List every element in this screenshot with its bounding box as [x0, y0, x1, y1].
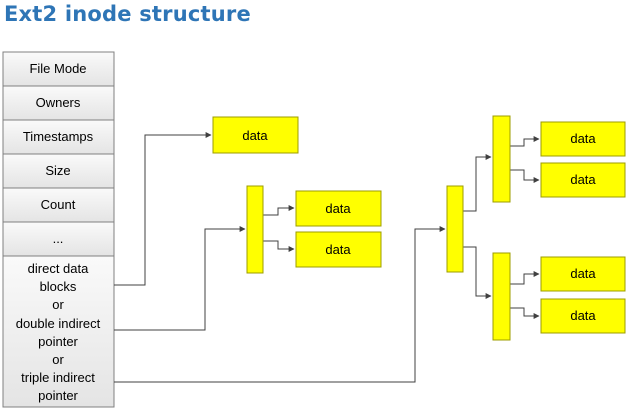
data-block-label: data [570, 308, 596, 323]
indirect-to-indirect-line [463, 246, 492, 299]
inode-field-label: ... [53, 231, 64, 246]
data-block-label: data [570, 172, 596, 187]
inode-field-pointers [2, 255, 115, 408]
pointer-field-line: or [52, 297, 64, 312]
inode-table: File Mode Owners Timestamps Size Count .… [2, 51, 115, 408]
inode-field-label: Owners [36, 95, 81, 110]
indirect-to-data-line [263, 240, 295, 252]
triple-indirect-block-level2-bottom [492, 252, 511, 341]
indirect-to-data-line [510, 136, 540, 147]
inode-field-label: Size [45, 163, 70, 178]
indirect-to-data-line [510, 169, 540, 183]
pointer-field-line: blocks [40, 279, 77, 294]
double-indirect-block [246, 185, 264, 274]
data-block-label: data [570, 266, 596, 281]
direct-pointer-line [114, 132, 212, 286]
indirect-blocks [246, 115, 511, 341]
triple-indirect-block-level2-top [492, 115, 511, 203]
data-block [212, 116, 299, 154]
data-block-label: data [325, 201, 351, 216]
data-block-label: data [570, 131, 596, 146]
inode-field-label: File Mode [29, 61, 86, 76]
inode-field-label: Timestamps [23, 129, 94, 144]
pointer-field-line: triple indirect [21, 370, 95, 385]
pointer-field-line: double indirect [16, 316, 101, 331]
indirect-to-data-line [263, 205, 295, 216]
data-block [540, 298, 626, 334]
data-block [540, 162, 626, 198]
inode-field-file-mode [2, 51, 115, 87]
data-block [540, 121, 626, 157]
data-block [295, 231, 382, 268]
data-block-label: data [325, 242, 351, 257]
indirect-to-data-line [510, 271, 540, 285]
connectors [114, 132, 540, 383]
data-blocks: data data data data data data data [212, 116, 626, 334]
data-block [295, 190, 382, 227]
inode-field-label: Count [41, 197, 76, 212]
inode-field-owners [2, 85, 115, 121]
triple-indirect-pointer-line [114, 226, 446, 383]
pointer-field-line: or [52, 352, 64, 367]
indirect-to-data-line [510, 307, 540, 319]
pointer-field-line: pointer [38, 334, 78, 349]
pointer-field-line: pointer [38, 388, 78, 403]
double-indirect-pointer-line [114, 226, 246, 331]
diagram-title: Ext2 inode structure [4, 2, 251, 26]
data-block-label: data [242, 128, 268, 143]
data-block [540, 256, 626, 292]
triple-indirect-block-level1 [446, 185, 464, 273]
pointer-field-line: direct data [28, 261, 89, 276]
indirect-to-indirect-line [463, 154, 492, 212]
inode-field-timestamps [2, 119, 115, 155]
